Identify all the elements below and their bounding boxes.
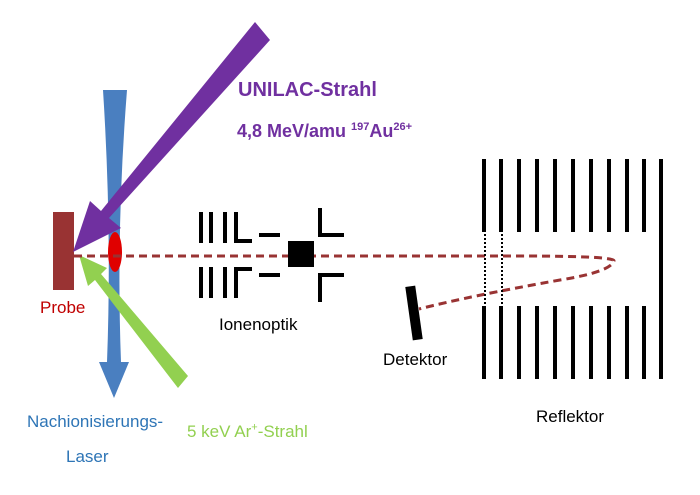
reflector-label: Reflektor xyxy=(536,407,605,426)
ion-cloud xyxy=(108,232,122,272)
beam-mass-number: 197 xyxy=(351,121,370,133)
beam-charge-state: 26+ xyxy=(393,121,413,133)
argon-beam-label: 5 keV Ar+-Strahl xyxy=(187,422,308,442)
ion-optics xyxy=(199,208,344,302)
ar-charge: + xyxy=(251,421,258,434)
unilac-beam-energy: 4,8 MeV/amu 197Au26+ xyxy=(237,121,412,142)
ion-optics-label: Ionenoptik xyxy=(219,315,298,334)
argon-beam-arrow xyxy=(79,255,188,388)
beam-energy-text: 4,8 MeV/amu xyxy=(237,121,352,141)
ion-flight-path xyxy=(74,254,616,311)
ar-label-prefix: 5 keV Ar xyxy=(187,422,252,441)
probe-label: Probe xyxy=(40,298,86,317)
unilac-beam-arrow xyxy=(73,22,270,252)
beam-element: Au xyxy=(369,121,394,141)
reflector-electrodes xyxy=(482,159,663,379)
detector-label: Detektor xyxy=(383,350,448,369)
laser-label-line2: Laser xyxy=(66,447,109,466)
unilac-beam-label: UNILAC-Strahl xyxy=(238,79,377,101)
probe-target xyxy=(53,212,74,290)
ar-label-suffix: -Strahl xyxy=(257,422,308,441)
laser-label-line1: Nachionisierungs- xyxy=(27,412,164,431)
detector xyxy=(405,285,423,341)
